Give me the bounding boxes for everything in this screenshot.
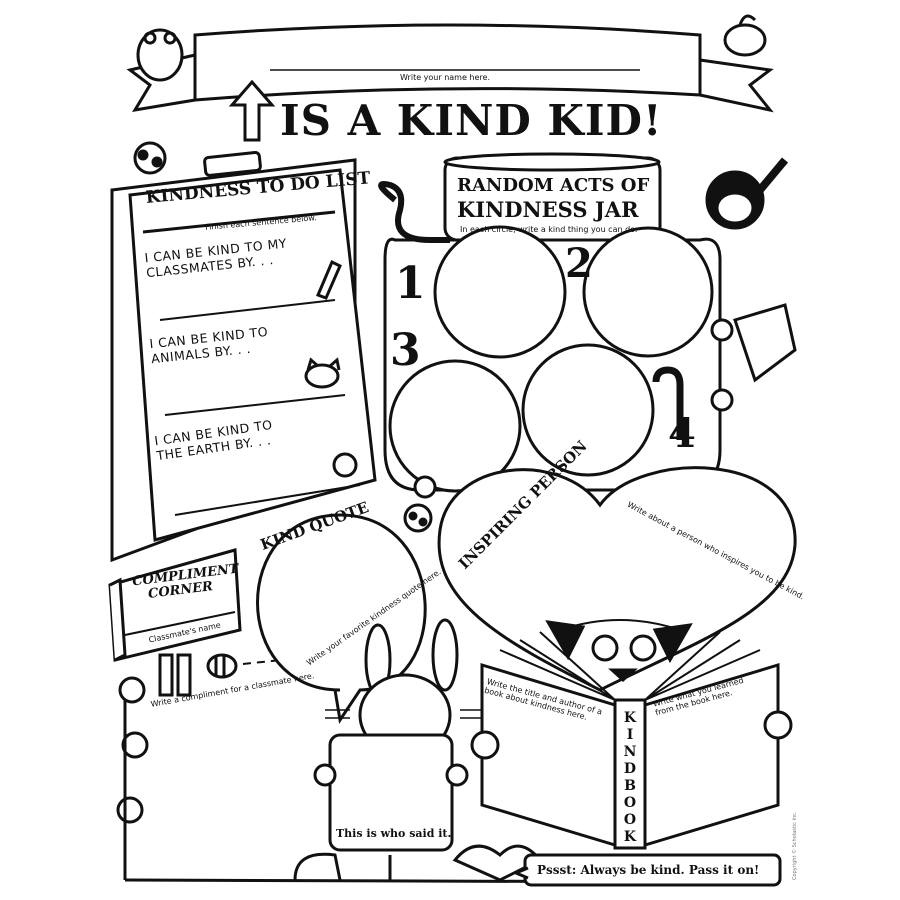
- pencil-icon: [316, 259, 342, 300]
- jar-number-2: 2: [565, 240, 593, 287]
- arrow-up-icon: [228, 79, 276, 142]
- kindness-circle-4: [521, 343, 655, 477]
- ladybug-icon-2: [403, 503, 433, 533]
- bee-icon: [206, 653, 238, 679]
- page-title: IS A KIND KID!: [280, 96, 663, 145]
- jar-number-1: 1: [395, 258, 426, 309]
- worm-icon: [378, 181, 450, 243]
- copyright: Copyright © Scholastic Inc.: [792, 811, 798, 881]
- cat-face-icon: [304, 357, 341, 389]
- name-banner: [193, 23, 702, 102]
- ladybug-icon: [133, 141, 167, 175]
- jar-title-line2: KINDNESS JAR: [457, 197, 639, 222]
- monkey-icon: [705, 157, 789, 230]
- footer-message: Pssst: Always be kind. Pass it on!: [537, 863, 760, 877]
- compliment-sign-post: [158, 653, 174, 697]
- jar-subtitle: In each circle, write a kind thing you c…: [460, 225, 638, 234]
- kindness-circle-1: [433, 225, 567, 359]
- earth-icon: [332, 452, 358, 478]
- inspiring-person-heart: [437, 466, 797, 692]
- bird-icon: [723, 14, 767, 57]
- jar-number-3: 3: [390, 325, 421, 376]
- quote-said-by: This is who said it.: [336, 827, 452, 840]
- candy-cane-icon: [652, 366, 684, 440]
- kindness-circle-3: [388, 359, 522, 493]
- frog-icon: [136, 28, 184, 82]
- who-said-it-board: [328, 733, 454, 852]
- book-spine: [613, 698, 647, 850]
- kindness-circle-2: [582, 226, 714, 358]
- book-spine-text: KIND BOOK: [623, 710, 637, 845]
- dog-reader-icon: [545, 619, 693, 683]
- caterpillar-icon: [413, 475, 437, 499]
- tiger-icon: [710, 303, 797, 412]
- name-hint: Write your name here.: [400, 73, 490, 82]
- jar-title-line1: RANDOM ACTS OF: [457, 175, 650, 196]
- jar-number-4: 4: [668, 410, 696, 457]
